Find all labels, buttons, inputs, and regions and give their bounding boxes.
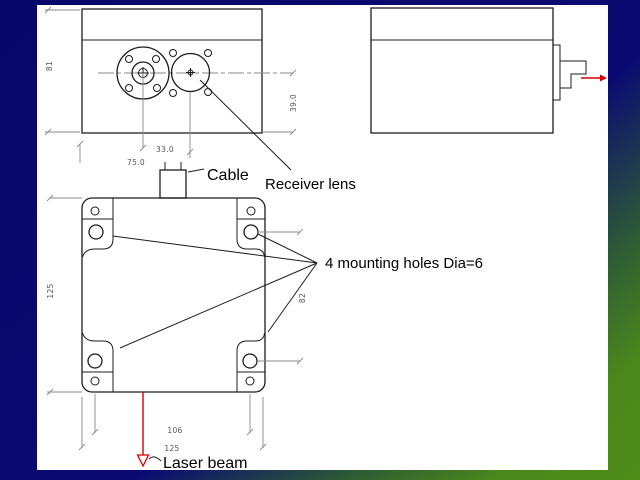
mounting-hole: [87, 353, 103, 369]
dim-value: 125: [46, 283, 55, 298]
dim-value: 81: [45, 61, 54, 71]
mounting-hole: [243, 224, 259, 240]
mounting-holes-label: 4 mounting holes Dia=6: [325, 255, 483, 272]
receiver-lens-label: Receiver lens: [265, 176, 356, 193]
corner-tab-bottom-right: [236, 332, 265, 392]
cable-label: Cable: [207, 167, 249, 184]
dim-body-height: 125: [46, 194, 82, 396]
pin-hole: [246, 206, 256, 216]
aperture-step: [560, 60, 587, 89]
mounting-hole: [242, 353, 258, 369]
dim-lens-center-from-bottom: 39.0: [262, 69, 298, 136]
technical-drawing: 81 39.0 33.0 75: [44, 6, 607, 470]
mounting-holes-leader-lines: [112, 233, 318, 349]
pin-hole: [245, 376, 255, 386]
laser-direction-arrow: [581, 74, 607, 82]
front-face-view: 81 39.0 33.0 75: [44, 6, 298, 167]
dim-holes-vertical-spacing: 82: [258, 228, 307, 365]
laser-beam-label: Laser beam: [163, 455, 248, 470]
dim-value: 39.0: [289, 94, 298, 112]
lens-corner-hole: [169, 49, 177, 57]
device-body-front: [81, 8, 263, 134]
corner-tab-top-left: [82, 198, 114, 258]
top-face-view: Cable Receiver lens: [46, 79, 483, 470]
flange-bolt-hole: [153, 84, 161, 92]
flange-bolt-hole: [125, 84, 133, 92]
lens-corner-hole: [204, 49, 212, 57]
device-body-side: [370, 7, 554, 134]
side-view: [370, 7, 607, 134]
receiver-lens: [169, 49, 212, 97]
dim-holes-horizontal-spacing: 106: [91, 394, 254, 436]
device-body-top: [81, 197, 266, 393]
aperture-plate: [552, 44, 561, 101]
dim-value: 125: [164, 444, 179, 453]
dim-value: 82: [298, 293, 307, 303]
flange-bolt-hole: [125, 55, 133, 63]
red-arrow-right-icon: [600, 74, 607, 82]
corner-tab-bottom-left: [82, 332, 114, 392]
pin-hole: [90, 376, 100, 386]
dim-body-width: 125: [78, 397, 267, 453]
mounting-hole: [88, 224, 104, 240]
corner-tab-top-right: [236, 198, 265, 258]
dim-value: 75.0: [127, 158, 145, 167]
dim-value: 33.0: [156, 145, 174, 154]
receiver-lens-leader-line: [199, 79, 292, 171]
cable-gland: [159, 169, 187, 199]
lens-corner-hole: [204, 88, 212, 96]
red-arrow-down-icon: [136, 454, 150, 468]
laser-beam-arrow: Laser beam: [136, 392, 248, 470]
cable-leader-line: [187, 168, 205, 173]
dim-flange-lens-offsets: 33.0 75.0: [76, 73, 194, 167]
cable-connector: [159, 162, 187, 199]
lens-corner-hole: [169, 89, 177, 97]
dim-top-view-height: 81: [44, 6, 80, 136]
flange-bolt-hole: [152, 55, 160, 63]
pin-hole: [90, 206, 100, 216]
drawing-canvas: 81 39.0 33.0 75: [37, 5, 608, 470]
laser-leader-squiggle: [148, 456, 162, 462]
dim-value: 106: [167, 426, 182, 435]
receiver-lens-circle: [170, 52, 211, 93]
